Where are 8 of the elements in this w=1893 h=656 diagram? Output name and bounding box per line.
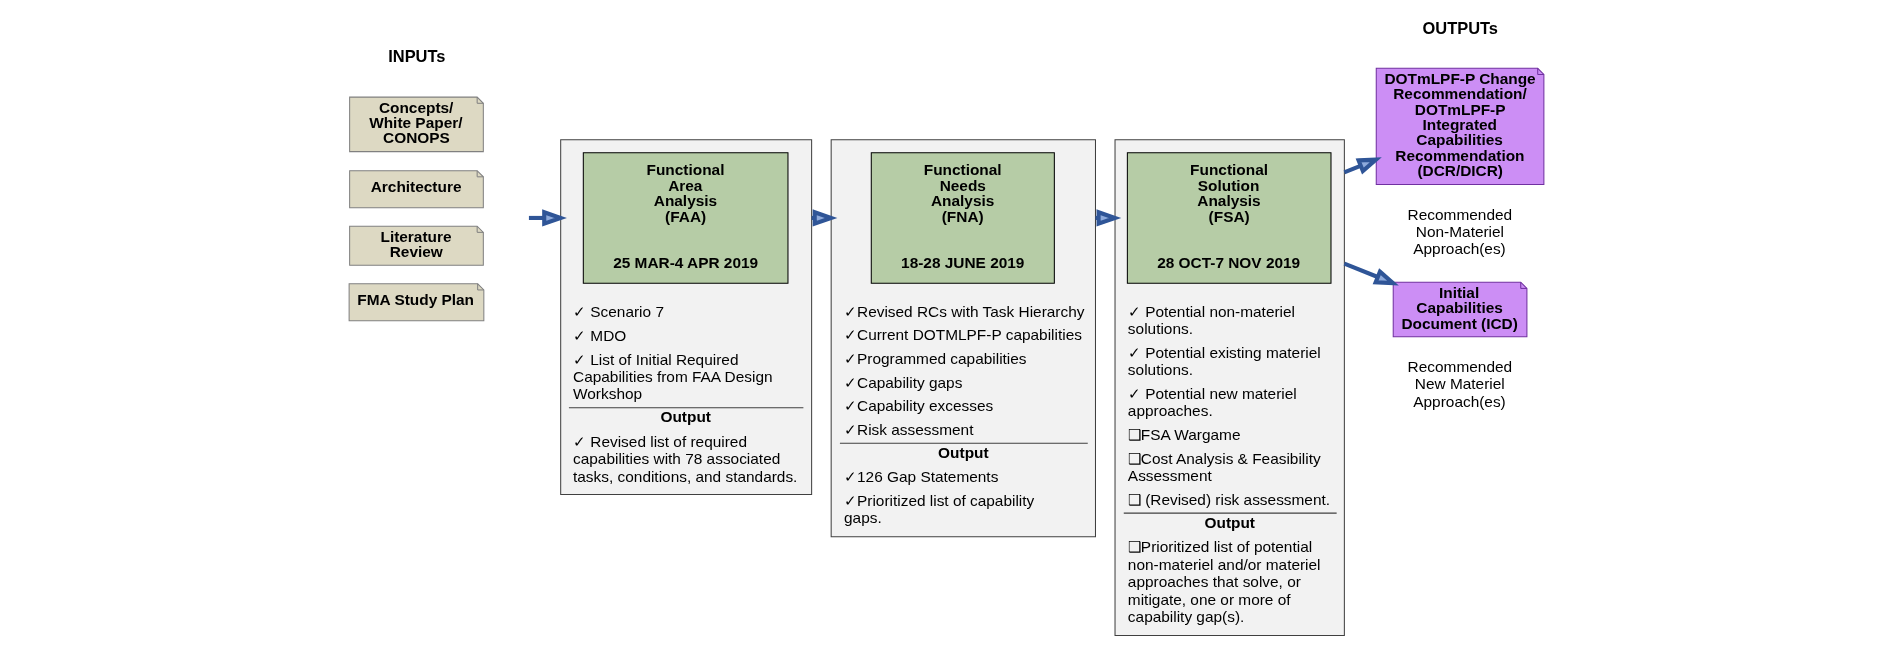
arrow	[1343, 261, 1399, 286]
node-label: Recommended Non-Materiel Approach(es)	[1407, 205, 1513, 258]
node-box: Functional Solution Analysis (FSA) 28 OCT-7 NOV 2019	[1126, 152, 1332, 284]
node-box: Functional Needs Analysis (FNA) 18-28 JUNE 2019	[870, 152, 1055, 284]
node-box: Functional Area Analysis (FAA) 25 MAR-4 APR 2019	[582, 152, 789, 284]
label: OUTPUTs	[1422, 18, 1499, 37]
node-label: Recommended New Materiel Approach(es)	[1407, 357, 1513, 410]
label: INPUTs	[388, 47, 446, 66]
